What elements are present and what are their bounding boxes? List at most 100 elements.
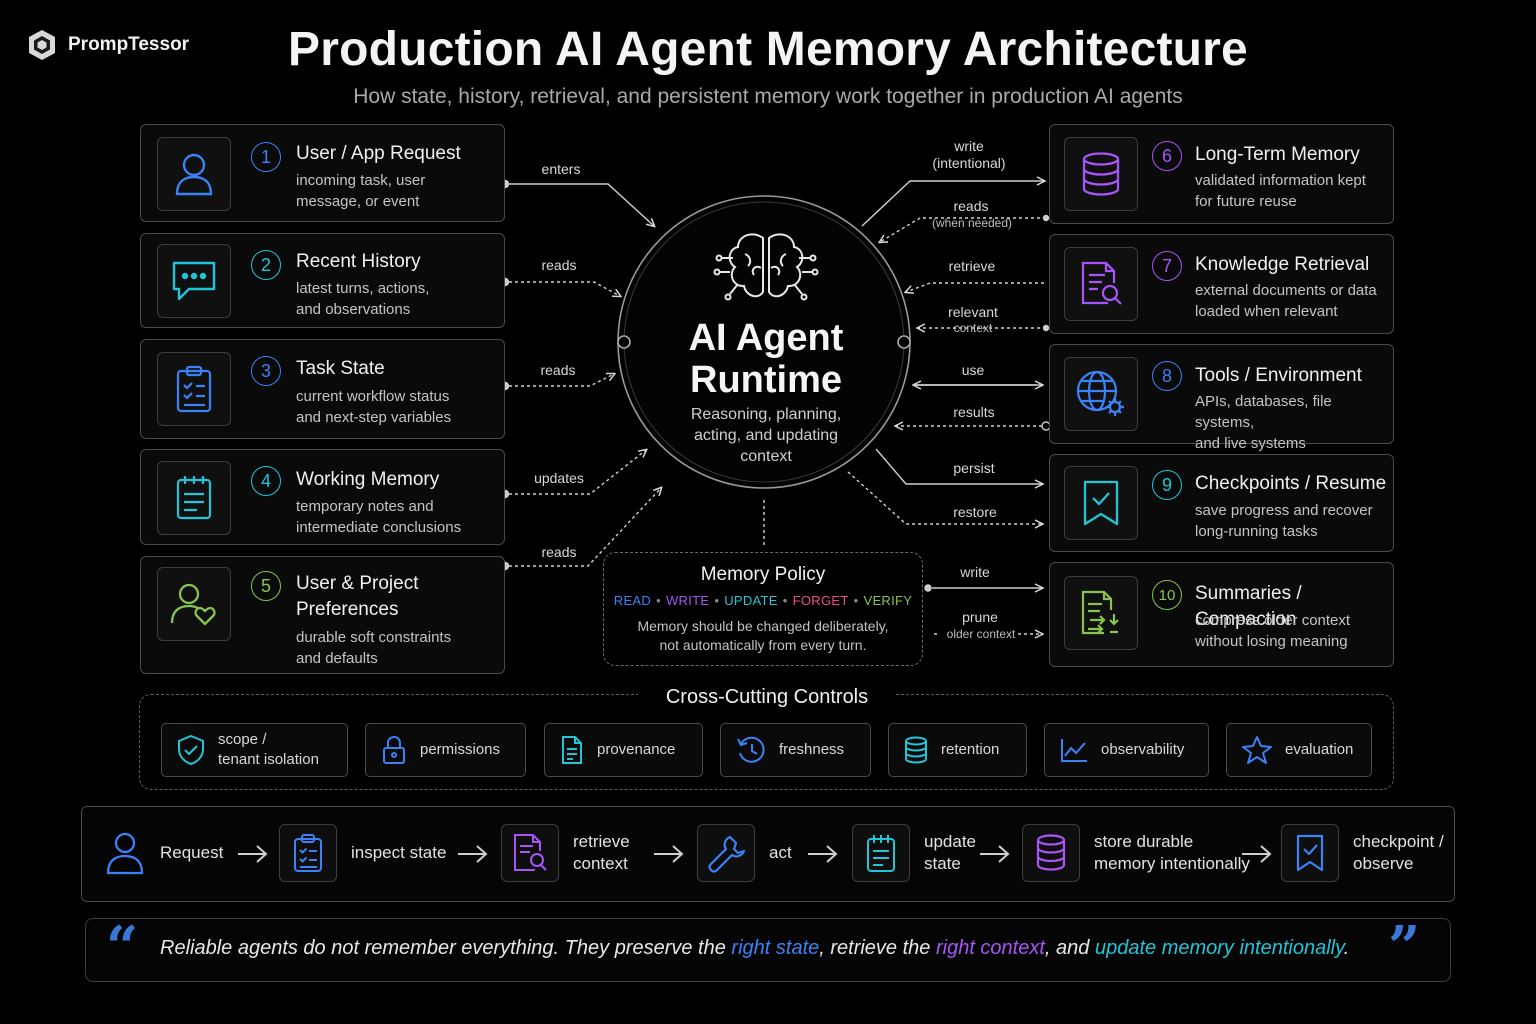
policy-title: Memory Policy: [700, 564, 826, 585]
card-number: 6: [1152, 141, 1182, 171]
card-long-term-memory[interactable]: 6 Long-Term Memory validated information…: [1049, 124, 1394, 224]
document-search-icon: [1064, 247, 1138, 321]
arrow-right-icon: [238, 845, 268, 863]
card-title: User / App Request: [296, 143, 461, 164]
database-icon: [1064, 137, 1138, 211]
label-when-needed: (when needed): [931, 216, 1013, 230]
label-reads-state: reads: [540, 362, 576, 378]
card-number: 3: [251, 356, 281, 386]
chat-bubble-icon: [157, 244, 231, 318]
clipboard-icon: [852, 824, 910, 882]
label-reads: reads: [953, 198, 989, 214]
notepad-icon: [157, 461, 231, 535]
card-number: 10: [1152, 580, 1182, 610]
card-user-request[interactable]: 1 User / App Request incoming task, user…: [140, 124, 505, 222]
control-permissions[interactable]: permissions: [365, 723, 526, 777]
policy-operations: READ•WRITE•UPDATE•FORGET•VERIFY: [613, 593, 913, 608]
runtime-description: Reasoning, planning, acting, and updatin…: [690, 406, 842, 465]
control-evaluation[interactable]: evaluation: [1226, 723, 1372, 777]
database-icon: [1022, 824, 1080, 882]
card-title: Tools / Environment: [1195, 365, 1362, 386]
label-prune: prune: [962, 609, 998, 625]
card-number: 2: [251, 250, 281, 280]
card-tools-environment[interactable]: 8 Tools / Environment APIs, databases, f…: [1049, 344, 1394, 452]
clipboard-icon: [157, 352, 231, 426]
op-update: UPDATE: [724, 593, 778, 608]
wrench-icon: [697, 824, 755, 882]
op-read: READ: [613, 593, 652, 608]
document-compress-icon: [1064, 576, 1138, 650]
label-persist: persist: [953, 460, 995, 476]
card-checkpoints[interactable]: 9 Checkpoints / Resume save progress and…: [1049, 454, 1394, 552]
shield-check-icon: [178, 734, 204, 766]
card-knowledge-retrieval[interactable]: 7 Knowledge Retrieval external documents…: [1049, 234, 1394, 334]
card-number: 7: [1152, 251, 1182, 281]
label-older-context: older context: [946, 627, 1016, 641]
runtime-circle: [617, 195, 911, 489]
arrow-right-icon: [808, 845, 838, 863]
label-write: write: [954, 138, 984, 154]
document-icon: [562, 736, 582, 764]
line-chart-icon: [1061, 739, 1087, 762]
user-icon: [157, 137, 231, 211]
page-subtitle: How state, history, retrieval, and persi…: [353, 85, 1183, 108]
cross-cutting-title: Cross-Cutting Controls: [638, 686, 896, 709]
control-observability[interactable]: observability: [1044, 723, 1209, 777]
flow-step-request[interactable]: Request: [104, 830, 223, 876]
runtime-title: AI Agent Runtime: [688, 317, 844, 401]
arrow-right-icon: [980, 845, 1010, 863]
user-heart-icon: [157, 567, 231, 641]
control-scope[interactable]: scope /tenant isolation: [161, 723, 348, 777]
bookmark-check-icon: [1281, 824, 1339, 882]
card-summaries[interactable]: 10 Summaries / Compaction compress older…: [1049, 562, 1394, 667]
flow-step-act[interactable]: act: [697, 824, 792, 882]
label-enters: enters: [541, 161, 581, 177]
label-context: context: [953, 321, 993, 335]
arrow-right-icon: [1242, 845, 1272, 863]
brand: PrompTessor: [26, 28, 189, 62]
card-title: Summaries / Compaction: [1195, 583, 1302, 630]
flow-step-checkpoint[interactable]: checkpoint /observe: [1281, 824, 1444, 882]
open-quote-icon: “: [106, 914, 139, 980]
label-write-intentional: (intentional): [932, 155, 1006, 171]
label-reads-preferences: reads: [541, 544, 577, 560]
star-icon: [1242, 736, 1272, 764]
document-search-icon: [501, 824, 559, 882]
policy-description: Memory should be changed deliberately,no…: [637, 618, 889, 653]
card-description: latest turns, actions,and observations: [296, 280, 430, 318]
quote-box: [85, 918, 1451, 982]
card-number: 5: [251, 571, 281, 601]
card-title: Long-Term Memory: [1195, 144, 1360, 165]
label-use: use: [961, 362, 985, 378]
control-retention[interactable]: retention: [888, 723, 1027, 777]
op-forget: FORGET: [792, 593, 849, 608]
control-freshness[interactable]: freshness: [720, 723, 871, 777]
card-recent-history[interactable]: 2 Recent History latest turns, actions,a…: [140, 233, 505, 328]
card-number: 1: [251, 142, 281, 172]
highlight-update-memory: update memory intentionally: [1094, 937, 1344, 959]
label-restore: restore: [953, 504, 997, 520]
control-provenance[interactable]: provenance: [544, 723, 703, 777]
card-number: 8: [1152, 361, 1182, 391]
highlight-right-state: right state: [731, 937, 820, 959]
label-reads-history: reads: [541, 257, 577, 273]
label-results: results: [953, 404, 995, 420]
globe-gear-icon: [1064, 357, 1138, 431]
close-quote-icon: ”: [1388, 914, 1421, 980]
flow-step-inspect-state[interactable]: inspect state: [279, 824, 446, 882]
brand-name: PrompTessor: [68, 34, 190, 55]
